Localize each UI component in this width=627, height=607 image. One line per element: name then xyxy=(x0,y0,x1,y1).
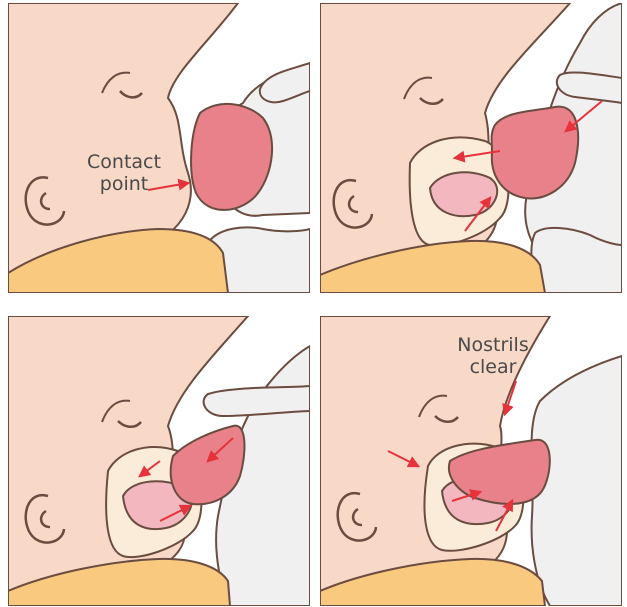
illustration-step-3 xyxy=(8,316,310,606)
tongue xyxy=(430,172,497,216)
illustration-step-1 xyxy=(8,3,310,293)
illustration-step-2 xyxy=(320,3,622,293)
mothers-thumb xyxy=(204,386,310,416)
panel-step-1 xyxy=(8,3,310,293)
label-nostrils-clear: Nostrils clear xyxy=(438,334,548,378)
panel-step-3 xyxy=(8,316,310,606)
panel-step-2 xyxy=(320,3,622,293)
label-contact-point: Contact point xyxy=(64,151,184,195)
